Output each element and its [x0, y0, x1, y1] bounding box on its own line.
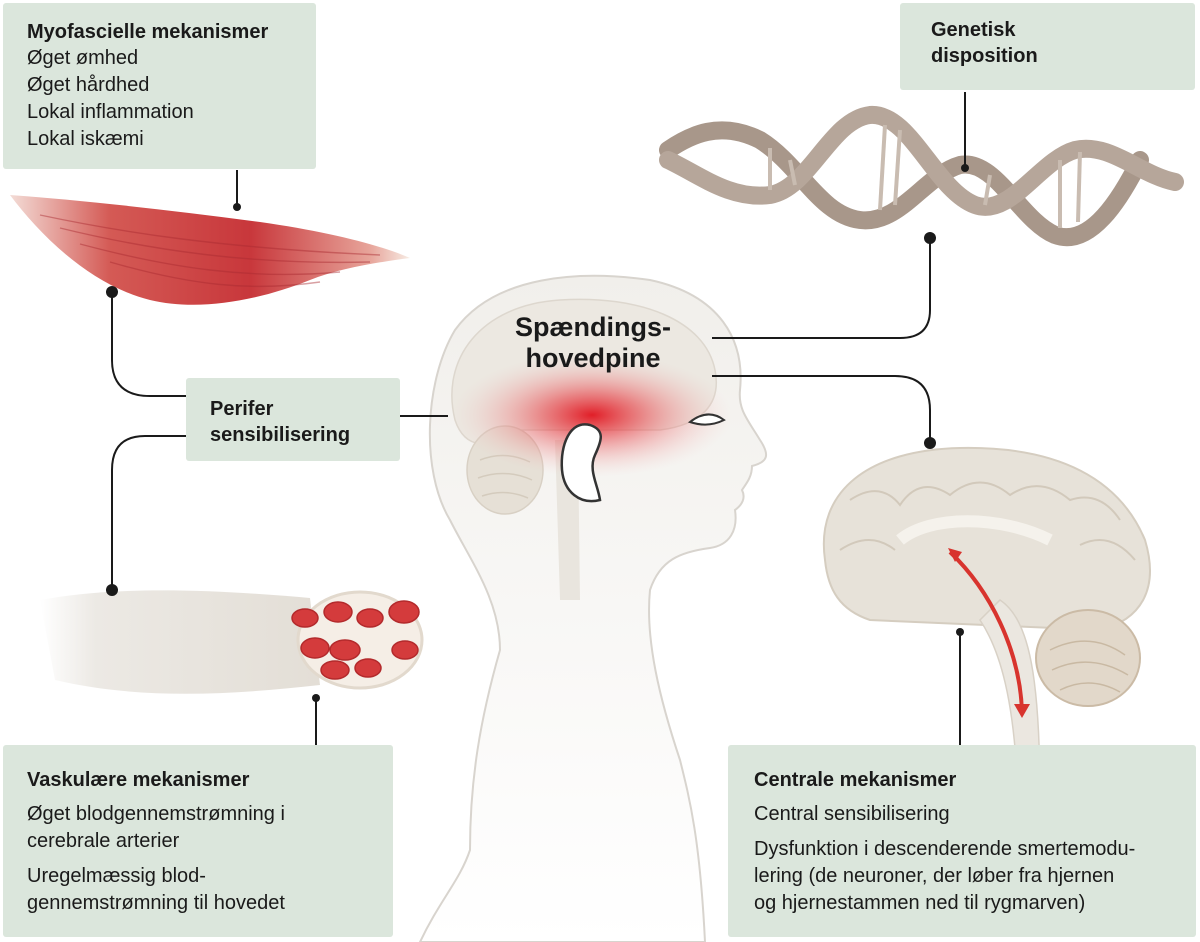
genetic-box: Genetisk disposition — [900, 3, 1195, 90]
myofascial-title: Myofascielle mekanismer — [27, 21, 269, 43]
myofascial-item: Lokal inflammation — [27, 101, 194, 123]
peripheral-box: Perifer sensibilisering — [186, 378, 400, 461]
center-title-line2: hovedpine — [525, 343, 661, 373]
genetic-title-line2: disposition — [931, 45, 1038, 67]
peripheral-title-line2: sensibilisering — [210, 424, 351, 446]
muscle-illustration — [10, 195, 410, 305]
central-para-2-line1: Dysfunktion i descenderende smertemodu- — [754, 838, 1136, 860]
center-title: Spændings- hovedpine — [478, 312, 708, 374]
central-para-2: Dysfunktion i descenderende smertemodu- … — [754, 836, 1170, 917]
central-title: Centrale mekanismer — [754, 769, 957, 791]
vascular-para-1-line1: Øget blodgennemstrømning i — [27, 803, 285, 825]
head-profile-illustration — [418, 274, 768, 942]
center-title-line1: Spændings- — [515, 312, 671, 342]
vascular-para-2-line2: gennemstrømning til hovedet — [27, 892, 285, 914]
genetic-title-line1: Genetisk — [931, 19, 1016, 41]
vascular-title: Vaskulære mekanismer — [27, 769, 250, 791]
central-para-1: Central sensibilisering — [754, 803, 950, 825]
connector-dots — [106, 164, 969, 702]
central-para-2-line2: lering (de neuroner, der løber fra hjern… — [754, 865, 1115, 887]
myofascial-item: Øget ømhed — [27, 47, 139, 69]
myofascial-box: Myofascielle mekanismer Øget ømhed Øget … — [3, 3, 316, 169]
myofascial-item: Lokal iskæmi — [27, 128, 144, 150]
vascular-para-1-line2: cerebrale arterier — [27, 830, 180, 852]
blood-vessel-illustration — [40, 590, 424, 694]
vascular-box: Vaskulære mekanismer Øget blodgennemstrø… — [3, 745, 393, 937]
central-box: Centrale mekanismer Central sensibiliser… — [728, 745, 1196, 937]
dna-helix-illustration — [659, 106, 1184, 247]
vascular-para-2-line1: Uregelmæssig blod- — [27, 865, 206, 887]
central-para-2-line3: og hjernestammen ned til rygmarven) — [754, 892, 1086, 914]
connector-lines — [111, 92, 966, 745]
myofascial-item: Øget hårdhed — [27, 74, 150, 96]
vascular-para-2: Uregelmæssig blod- gennemstrømning til h… — [27, 863, 369, 917]
peripheral-title-line1: Perifer — [210, 398, 274, 420]
vascular-para-1: Øget blodgennemstrømning i cerebrale art… — [27, 801, 369, 855]
